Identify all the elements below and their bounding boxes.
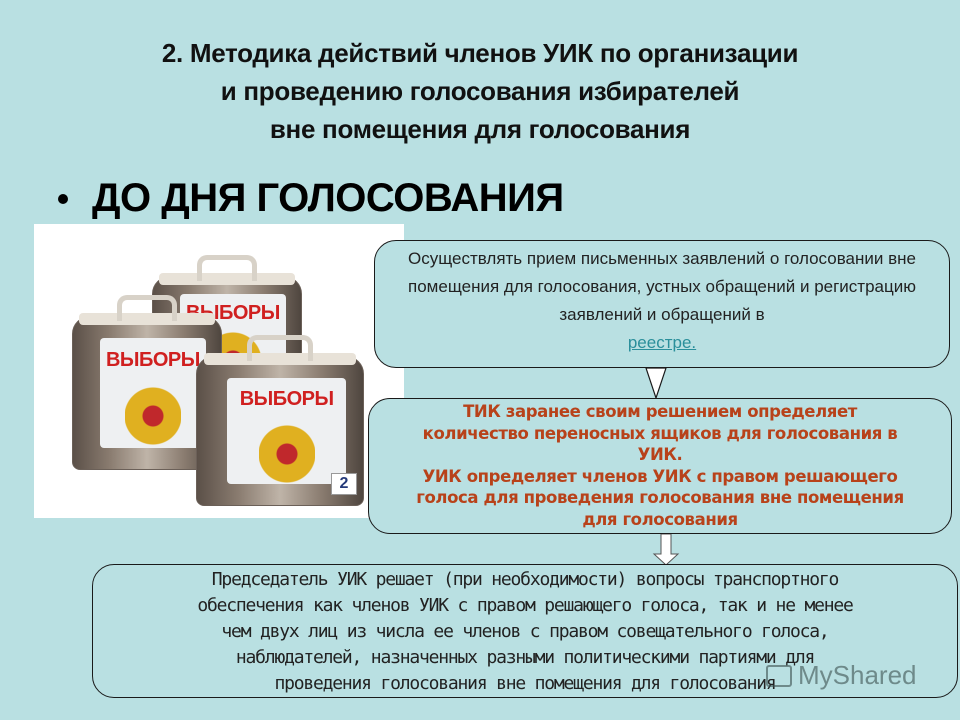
title-line: 2. Методика действий членов УИК по орган… xyxy=(161,38,799,68)
callout-line: голоса для проведения голосования вне по… xyxy=(416,488,904,507)
block-arrow-down-icon xyxy=(652,534,680,566)
callout-line: обеспечения как членов УИК с правом реша… xyxy=(197,595,854,616)
registry-link[interactable]: реестре. xyxy=(627,333,697,352)
ballot-boxes-image: ВЫБОРЫ ВЫБОРЫ ВЫБОРЫ 2 xyxy=(34,224,404,518)
callout-line: для голосования xyxy=(582,509,738,529)
coat-of-arms-icon xyxy=(124,384,181,449)
ballot-box-label: ВЫБОРЫ xyxy=(239,388,334,411)
handle-icon xyxy=(246,335,314,361)
coat-of-arms-icon xyxy=(258,422,315,487)
callout-text: Осуществлять прием письменных заявлений … xyxy=(408,249,916,324)
title-line: и проведению голосования избирателей xyxy=(220,76,740,106)
handle-icon xyxy=(117,295,177,321)
callout-chairman-transport: Председатель УИК решает (при необходимос… xyxy=(92,564,958,698)
bullet-dot-icon xyxy=(58,193,68,204)
callout-line: УИК. xyxy=(637,445,683,464)
bullet-text: ДО ДНЯ ГОЛОСОВАНИЯ xyxy=(92,176,564,220)
callout-line: ТИК заранее своим решением определяет xyxy=(463,402,857,421)
callout-receive-applications: Осуществлять прием письменных заявлений … xyxy=(374,240,950,368)
callout-line: наблюдателей, назначенных разными полити… xyxy=(235,647,815,668)
callout-line: чем двух лиц из числа ее членов с правом… xyxy=(221,621,829,642)
callout-line: проведения голосования вне помещения для… xyxy=(274,673,776,694)
myshared-logo-icon xyxy=(766,664,792,687)
watermark: MyShared xyxy=(766,660,917,691)
ballot-box-label: ВЫБОРЫ xyxy=(105,349,200,372)
bullet-heading: ДО ДНЯ ГОЛОСОВАНИЯ xyxy=(58,176,564,221)
slide-title: 2. Методика действий членов УИК по орган… xyxy=(40,34,920,148)
callout-line: УИК определяет членов УИК с правом решаю… xyxy=(422,466,898,486)
box-number: 2 xyxy=(331,473,357,495)
handle-icon xyxy=(197,255,257,281)
watermark-text: MyShared xyxy=(798,660,917,690)
arrow-down-icon xyxy=(645,368,667,400)
title-line: вне помещения для голосования xyxy=(269,114,691,144)
callout-line: Председатель УИК решает (при необходимос… xyxy=(211,569,840,590)
callout-tik-decision: ТИК заранее своим решением определяет ко… xyxy=(368,398,952,534)
callout-line: количество переносных ящиков для голосов… xyxy=(422,423,898,443)
ballot-box: ВЫБОРЫ 2 xyxy=(196,335,364,506)
